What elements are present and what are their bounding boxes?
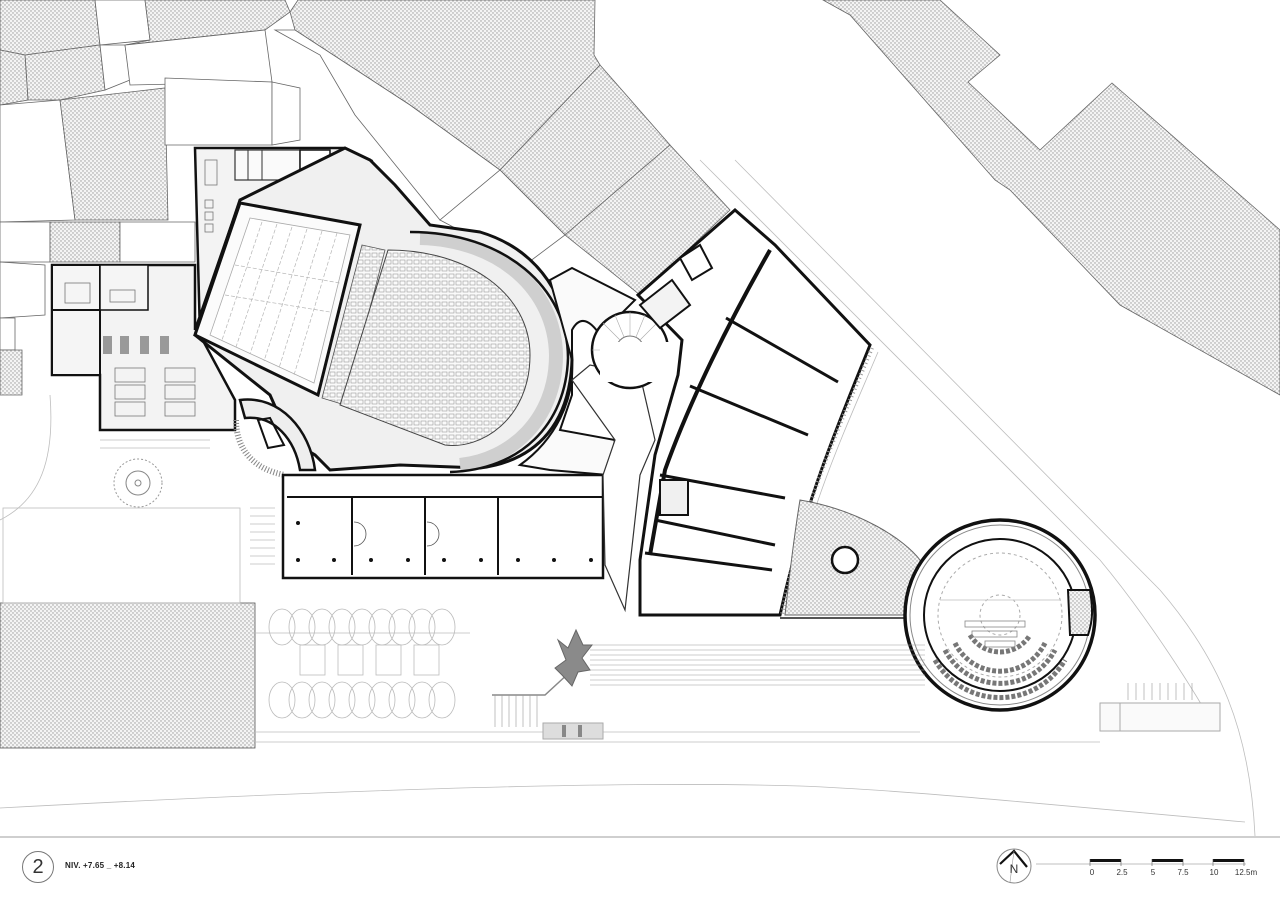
north-label: N xyxy=(1010,862,1019,876)
scale-tick-0: 0 xyxy=(1089,868,1095,877)
scale-tick-7-5: 7.5 xyxy=(1177,868,1189,877)
floor-plan-drawing xyxy=(0,0,1280,836)
scale-tick-5: 5 xyxy=(1150,868,1156,877)
fan-wing xyxy=(635,208,879,617)
foyer xyxy=(517,266,670,613)
round-hall xyxy=(903,518,1097,712)
sheet-number-badge: 2 xyxy=(22,851,54,883)
sheet-number: 2 xyxy=(32,855,44,878)
spiral-stair-left xyxy=(233,398,317,478)
scale-tick-10: 10 xyxy=(1209,868,1219,877)
scale-tick-2-5: 2.5 xyxy=(1116,868,1128,877)
terrace-wedge xyxy=(780,499,921,619)
plaza xyxy=(255,608,1221,740)
scale-tick-12-5: 12.5m xyxy=(1234,868,1258,877)
context-buildings xyxy=(0,0,1280,749)
footer-divider xyxy=(0,836,1280,838)
rehearsal-wing xyxy=(250,473,605,580)
main-theatre xyxy=(193,146,574,474)
office-block xyxy=(50,146,374,508)
level-label: NIV. +7.65 _ +8.14 xyxy=(65,861,136,870)
scale-bar xyxy=(1036,859,1246,866)
north-arrow-icon: N xyxy=(996,848,1032,884)
